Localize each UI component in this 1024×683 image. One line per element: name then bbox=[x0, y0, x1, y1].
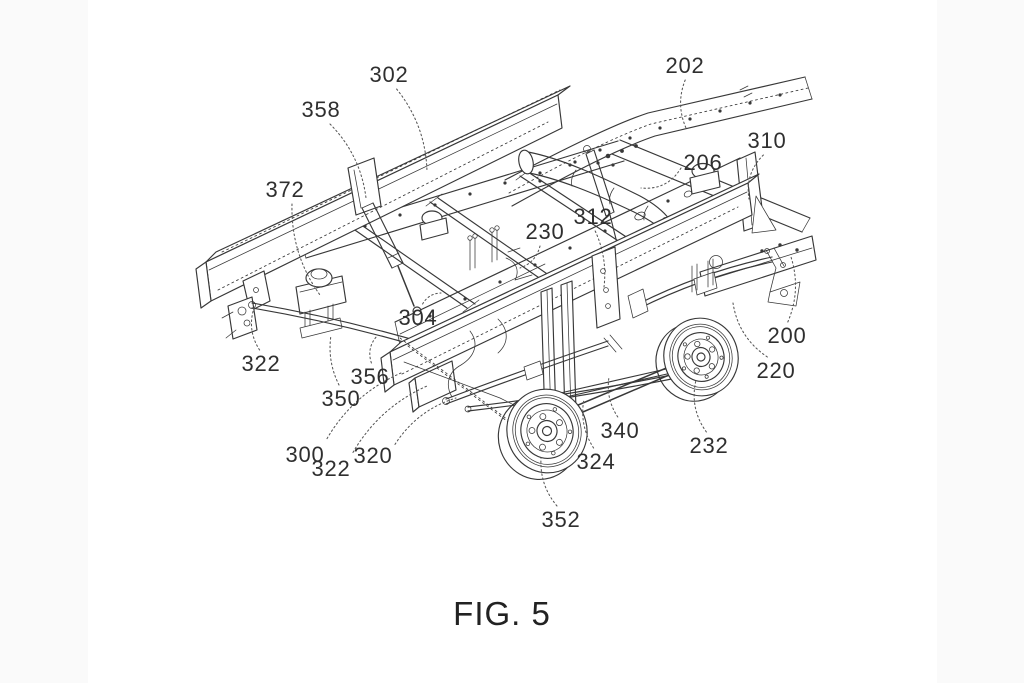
ref-label-340: 340 bbox=[600, 418, 640, 443]
ref-label-322-lower: 322 bbox=[311, 456, 351, 481]
ref-label-324: 324 bbox=[576, 449, 616, 474]
ref-label-230: 230 bbox=[525, 219, 565, 244]
ref-label-358: 358 bbox=[301, 97, 341, 122]
leader-line-320 bbox=[394, 397, 457, 445]
ref-label-300: 300 bbox=[285, 442, 325, 467]
leader-line-206 bbox=[640, 167, 682, 189]
figure-caption: FIG. 5 bbox=[453, 595, 551, 632]
leader-line-232 bbox=[693, 379, 707, 433]
leader-line-304 bbox=[422, 292, 442, 305]
ref-label-304: 304 bbox=[398, 305, 438, 330]
page-margin-right bbox=[937, 0, 1024, 683]
ref-label-200: 200 bbox=[767, 323, 807, 348]
leader-line-200 bbox=[787, 256, 797, 323]
ref-label-352: 352 bbox=[541, 507, 581, 532]
leader-line-356 bbox=[369, 335, 378, 364]
leader-line-310 bbox=[747, 154, 764, 200]
ref-label-310: 310 bbox=[747, 128, 787, 153]
ref-label-302: 302 bbox=[369, 62, 409, 87]
ref-label-202: 202 bbox=[665, 53, 705, 78]
ref-label-356: 356 bbox=[350, 364, 390, 389]
leader-line-358 bbox=[329, 123, 367, 199]
ref-label-232: 232 bbox=[689, 433, 729, 458]
leader-line-302 bbox=[396, 88, 428, 173]
ref-label-220: 220 bbox=[756, 358, 796, 383]
leader-line-322-left bbox=[250, 307, 261, 351]
leader-line-352 bbox=[540, 457, 558, 507]
drawing-ink bbox=[195, 76, 817, 481]
leader-line-322-lower bbox=[352, 385, 428, 453]
page-margin-left bbox=[0, 0, 88, 683]
ref-label-372: 372 bbox=[265, 177, 305, 202]
leader-line-312 bbox=[594, 230, 606, 288]
leader-line-372 bbox=[291, 203, 321, 296]
leader-line-202 bbox=[680, 79, 687, 129]
leader-line-350 bbox=[329, 334, 340, 386]
leader-line-220 bbox=[732, 302, 768, 358]
leader-lines bbox=[250, 79, 797, 507]
ref-label-350: 350 bbox=[321, 386, 361, 411]
ref-label-322-left: 322 bbox=[241, 351, 281, 376]
leader-line-340 bbox=[607, 376, 619, 418]
ref-label-312: 312 bbox=[573, 204, 613, 229]
leader-line-324 bbox=[582, 398, 595, 449]
ref-label-320: 320 bbox=[353, 443, 393, 468]
ref-label-206: 206 bbox=[683, 150, 723, 175]
